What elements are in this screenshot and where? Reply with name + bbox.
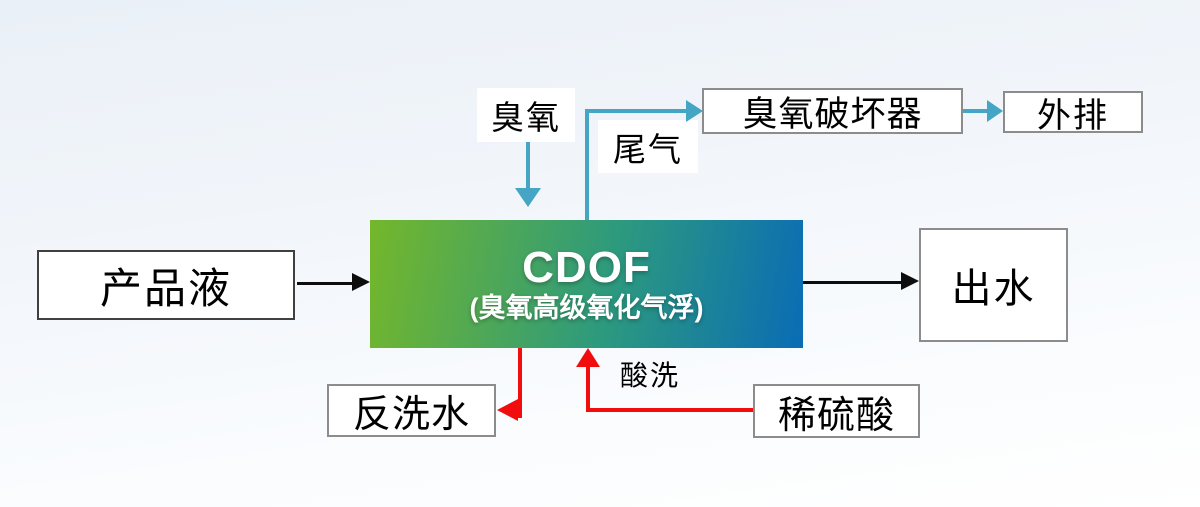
arrow-acid-to-cdof-horizontal	[589, 408, 753, 412]
arrow-destructor-to-discharge-shaft	[963, 109, 988, 113]
node-backwash-water: 反洗水	[327, 384, 496, 437]
arrow-cdof-to-outlet-shaft	[803, 281, 903, 284]
arrow-product-to-cdof-shaft	[297, 282, 354, 285]
arrow-ozone-to-cdof-shaft	[526, 142, 530, 189]
label-ozone: 臭氧	[477, 88, 575, 142]
cdof-title: CDOF	[522, 242, 651, 292]
node-dilute-sulfuric-acid: 稀硫酸	[753, 384, 920, 438]
arrow-cdof-to-outlet-head	[901, 272, 919, 290]
arrow-cdof-to-backwash-vertical	[518, 348, 522, 418]
arrow-cdof-to-backwash-head	[497, 399, 518, 421]
arrow-cdof-to-destructor-vertical	[585, 109, 589, 220]
node-outlet-water: 出水	[919, 228, 1068, 342]
arrow-cdof-to-destructor-horizontal	[585, 109, 686, 113]
arrow-acid-to-cdof-vertical	[586, 366, 590, 412]
node-product-liquid: 产品液	[37, 250, 295, 320]
label-tail-gas: 尾气	[598, 120, 698, 173]
cdof-subtitle: (臭氧高级氧化气浮)	[469, 293, 704, 323]
arrow-ozone-to-cdof-head	[515, 188, 541, 207]
arrow-cdof-to-destructor-head	[686, 100, 703, 122]
node-ozone-destructor: 臭氧破坏器	[702, 88, 963, 134]
node-external-discharge: 外排	[1003, 91, 1143, 135]
arrow-product-to-cdof-head	[352, 273, 370, 291]
label-acid-wash: 酸洗	[619, 361, 680, 392]
arrow-acid-to-cdof-head	[576, 348, 600, 367]
arrow-destructor-to-discharge-head	[987, 100, 1003, 122]
node-cdof: CDOF (臭氧高级氧化气浮)	[370, 220, 803, 348]
